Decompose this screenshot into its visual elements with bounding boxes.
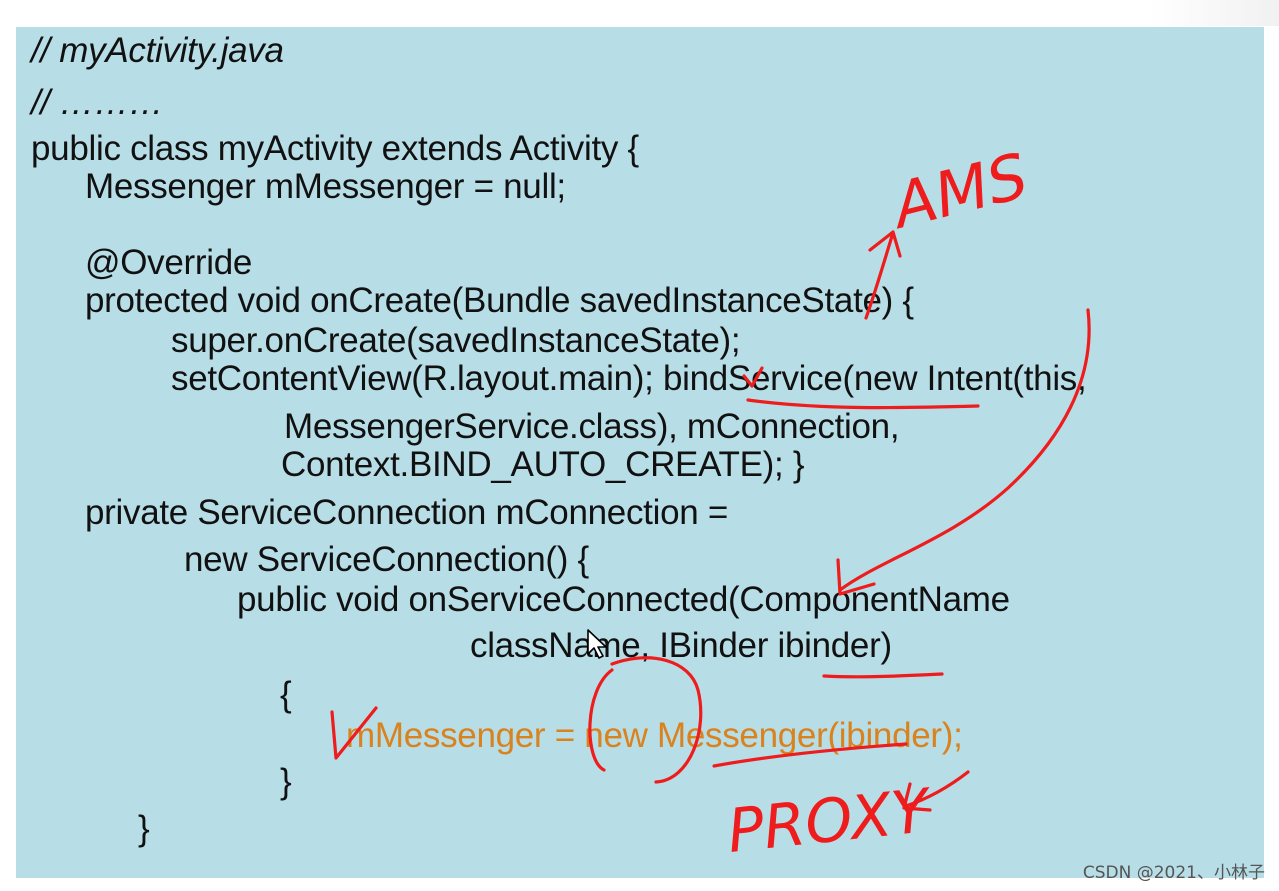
code-line-3: public class myActivity extends Activity…	[31, 129, 639, 168]
code-line-15: {	[280, 675, 292, 714]
code-line-14: className, IBinder ibinder)	[470, 626, 892, 665]
watermark: CSDN @2021、小林子	[1082, 863, 1265, 883]
code-line-16: mMessenger = new Messenger(ibinder);	[346, 716, 963, 755]
corner-logo	[1149, 0, 1279, 26]
code-line-5: @Override	[85, 243, 253, 282]
code-line-10: Context.BIND_AUTO_CREATE); }	[281, 445, 805, 484]
code-line-6: protected void onCreate(Bundle savedInst…	[85, 281, 914, 320]
code-line-9: MessengerService.class), mConnection,	[284, 407, 900, 446]
code-line-18: }	[138, 809, 150, 848]
code-line-7: super.onCreate(savedInstanceState);	[171, 321, 741, 360]
code-line-2: // ………	[31, 83, 164, 122]
code-line-1: // myActivity.java	[31, 31, 284, 70]
code-line-8: setContentView(R.layout.main); bindServi…	[171, 359, 1087, 398]
code-line-4: Messenger mMessenger = null;	[85, 167, 566, 206]
mouse-cursor-icon	[587, 629, 607, 659]
code-line-12: new ServiceConnection() {	[184, 540, 589, 579]
code-line-17: }	[280, 762, 292, 801]
code-line-11: private ServiceConnection mConnection =	[85, 493, 728, 532]
code-slide: // myActivity.java // ……… public class m…	[16, 27, 1264, 878]
code-line-13: public void onServiceConnected(Component…	[237, 580, 1010, 619]
